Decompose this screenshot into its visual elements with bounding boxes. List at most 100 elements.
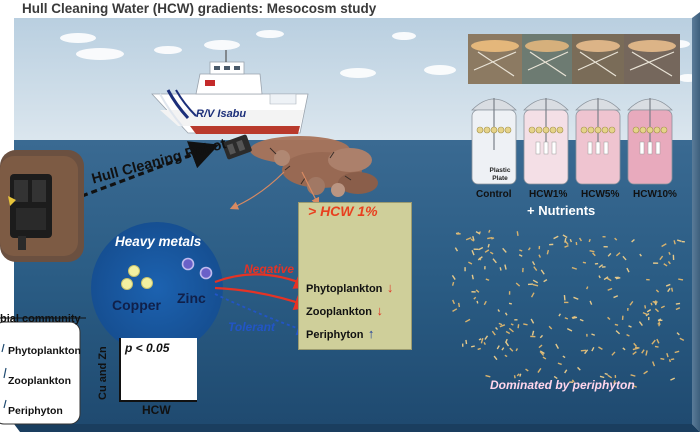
periphyton-particle: [591, 333, 596, 336]
periphyton-particle: [457, 302, 461, 308]
mesocosm-photos: [468, 34, 680, 84]
periphyton-particle: [655, 289, 660, 293]
periphyton-particle: [633, 342, 638, 347]
periphyton-particle: [644, 305, 647, 309]
dominated-label: Dominated by periphyton: [490, 378, 635, 392]
periphyton-particle: [592, 252, 596, 257]
periphyton-particle: [543, 279, 548, 283]
community-item: Phytoplankton: [8, 345, 81, 357]
periphyton-particle: [668, 251, 671, 256]
periphyton-particle: [659, 255, 664, 261]
arrow-up-icon: ↑: [367, 326, 375, 341]
periphyton-particle: [667, 261, 671, 265]
effect-label: Periphyton: [306, 329, 364, 341]
periphyton-particle: [517, 324, 520, 329]
periphyton-particle: [483, 342, 486, 345]
periphyton-particle: [572, 316, 578, 319]
periphyton-particle: [671, 287, 674, 292]
periphyton-particle: [564, 244, 569, 248]
periphyton-particle: [484, 335, 489, 340]
periphyton-particle: [510, 323, 514, 326]
plate-label: Plastic Plate: [489, 167, 511, 182]
periphyton-particle: [654, 345, 659, 348]
periphyton-particle: [477, 256, 483, 261]
periphyton-particle: [537, 367, 542, 373]
metal-copper-label: Copper: [112, 297, 161, 313]
periphyton-particle: [476, 300, 479, 304]
periphyton-particle: [626, 267, 630, 273]
tolerant-label: Tolerant: [228, 320, 275, 334]
periphyton-particle: [465, 237, 472, 241]
periphyton-particle: [519, 373, 522, 377]
periphyton-particle: [615, 277, 621, 280]
periphyton-particle: [615, 330, 621, 335]
periphyton-particle: [564, 317, 569, 320]
periphyton-particle: [493, 355, 498, 361]
periphyton-particle: [492, 258, 497, 264]
periphyton-particle: [584, 349, 589, 355]
periphyton-particle: [613, 295, 619, 299]
periphyton-particle: [663, 263, 668, 267]
periphyton-particle: [539, 351, 545, 356]
periphyton-particle: [629, 300, 634, 306]
periphyton-particle: [562, 355, 566, 359]
research-vessel: [151, 50, 309, 134]
periphyton-particle: [530, 318, 535, 324]
arrow-down-icon: ↓: [376, 303, 383, 318]
periphyton-particle: [532, 283, 539, 287]
periphyton-particle: [504, 312, 508, 316]
periphyton-particle: [580, 349, 587, 352]
periphyton-particle: [665, 283, 671, 287]
periphyton-particle: [622, 255, 627, 261]
periphyton-particle: [472, 235, 475, 241]
periphyton-particle: [573, 296, 579, 300]
periphyton-particle: [607, 287, 613, 291]
periphyton-particle: [464, 318, 471, 323]
effect-item: Periphyton ↑: [306, 325, 374, 343]
periphyton-particle: [628, 381, 631, 387]
periphyton-particle: [643, 370, 648, 375]
periphyton-particle: [591, 347, 595, 352]
periphyton-particle: [465, 339, 468, 345]
periphyton-particle: [565, 241, 569, 245]
periphyton-particle: [628, 325, 632, 328]
periphyton-particle: [505, 330, 511, 335]
periphyton-particle: [599, 375, 605, 379]
periphyton-particle: [546, 249, 550, 255]
periphyton-particle: [513, 375, 516, 379]
periphyton-particle: [641, 349, 645, 354]
periphyton-particle: [676, 332, 680, 336]
correlation-ylabel: Cu and Zn: [97, 346, 109, 400]
periphyton-particle: [477, 347, 481, 351]
periphyton-particle: [487, 243, 490, 248]
figure-title: Hull Cleaning Water (HCW) gradients: Mes…: [22, 1, 377, 16]
nutrients-label: + Nutrients: [527, 203, 596, 218]
periphyton-particle: [451, 281, 455, 286]
periphyton-particle: [613, 380, 616, 384]
periphyton-particle: [653, 301, 658, 304]
periphyton-particle: [673, 240, 676, 245]
periphyton-particle: [508, 327, 514, 333]
periphyton-particle: [566, 328, 573, 332]
periphyton-particle: [657, 318, 662, 322]
periphyton-particle: [589, 250, 595, 253]
periphyton-particle: [571, 379, 575, 383]
periphyton-particle: [606, 277, 612, 282]
periphyton-particle: [502, 247, 507, 253]
periphyton-particle: [607, 374, 613, 379]
periphyton-particle: [491, 237, 495, 240]
periphyton-particle: [478, 246, 484, 251]
periphyton-particle: [604, 372, 608, 376]
periphyton-particle: [533, 266, 538, 271]
community-item: Zooplankton: [8, 375, 71, 387]
periphyton-particle: [498, 322, 503, 326]
periphyton-particle: [471, 249, 475, 256]
periphyton-particle: [631, 238, 635, 243]
periphyton-particle: [603, 276, 609, 281]
periphyton-particle: [598, 264, 604, 269]
periphyton-particle: [451, 275, 456, 280]
mesocosm-tanks: [471, 98, 673, 185]
periphyton-particle: [471, 274, 474, 280]
periphyton-particle: [632, 351, 637, 356]
